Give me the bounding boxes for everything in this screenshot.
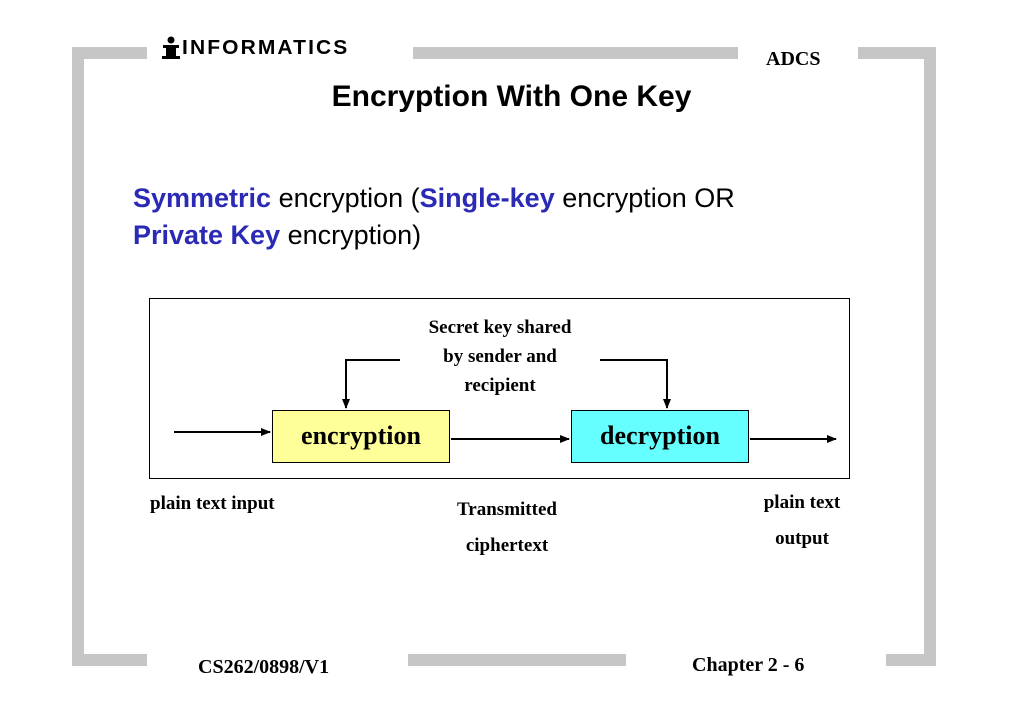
intro-line-1: Symmetric encryption (Single-key encrypt…	[133, 180, 735, 217]
term-private-key: Private Key	[133, 220, 281, 250]
informatics-logo: INFORMATICS	[160, 36, 347, 60]
output-line-1: plain text	[763, 492, 841, 513]
frame-left	[72, 47, 84, 660]
secret-key-label: Secret key shared by sender and recipien…	[400, 313, 600, 400]
frame-bottom-middle	[408, 654, 626, 666]
diagram-frame	[149, 298, 850, 479]
transmitted-line-2: ciphertext	[465, 535, 549, 556]
intro-text-2: encryption OR	[554, 183, 735, 213]
transmitted-ciphertext-label: Transmitted ciphertext	[437, 492, 577, 564]
secret-key-line-1: Secret key shared	[428, 317, 572, 338]
secret-key-line-3: recipient	[464, 375, 536, 396]
slide-title: Encryption With One Key	[331, 80, 692, 113]
course-code: ADCS	[766, 48, 821, 70]
frame-top-left	[72, 47, 147, 59]
intro-text-3: encryption)	[280, 220, 422, 250]
intro-line-2: Private Key encryption)	[133, 217, 735, 254]
key-to-encryption-arrow	[342, 359, 405, 409]
plain-text-input-label: plain text input	[150, 493, 275, 514]
informatics-logo-icon	[162, 36, 180, 59]
frame-bottom-left	[72, 654, 147, 666]
term-single-key: Single-key	[419, 183, 555, 213]
intro-text: Symmetric encryption (Single-key encrypt…	[133, 180, 735, 254]
footer-page-number: Chapter 2 - 6	[692, 654, 805, 676]
frame-right	[924, 47, 936, 660]
decryption-box: decryption	[571, 410, 749, 463]
logo-text: INFORMATICS	[182, 36, 350, 59]
encryption-box: encryption	[272, 410, 450, 463]
footer-course-id: CS262/0898/V1	[198, 656, 330, 678]
plain-text-output-label: plain text output	[742, 485, 862, 557]
key-to-decryption-arrow	[597, 359, 671, 409]
frame-top-right	[858, 47, 936, 59]
secret-key-line-2: by sender and	[443, 346, 557, 367]
frame-bottom-right	[886, 654, 936, 666]
term-symmetric: Symmetric	[133, 183, 272, 213]
frame-top-middle	[413, 47, 738, 59]
transmitted-line-1: Transmitted	[457, 499, 557, 520]
output-line-2: output	[775, 528, 829, 549]
intro-text-1: encryption (	[271, 183, 420, 213]
